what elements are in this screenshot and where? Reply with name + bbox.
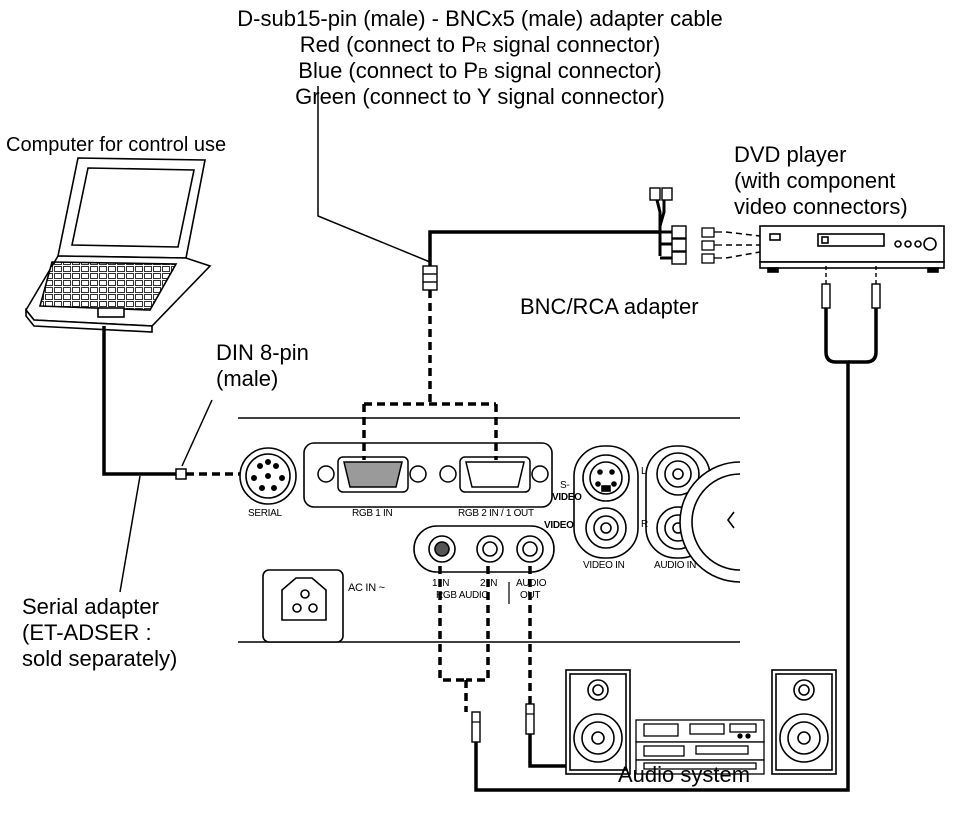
cable-red-text: Red (connect to P	[299, 31, 476, 57]
panel-r-caption: R	[641, 519, 648, 530]
dsub-dashed-routing	[362, 290, 498, 460]
panel-ac-in-caption: AC IN ~	[348, 582, 385, 594]
panel-svideo-caption-1: S-	[560, 480, 570, 491]
serial-adapter-line3: sold separately)	[22, 645, 178, 671]
dvd-line3: video connectors)	[734, 193, 908, 219]
speaker-right-icon	[771, 669, 837, 775]
panel-serial-caption: SERIAL	[248, 508, 282, 519]
dashed-audio-in-cables	[438, 566, 532, 712]
rca-adapters	[701, 227, 722, 264]
cable-green-line: Green (connect to Y signal connector)	[295, 83, 665, 109]
panel-rgb2in-caption: RGB 2 IN / 1 OUT	[458, 508, 534, 519]
panel-rgb-audio-caption: RGB AUDIO	[436, 590, 489, 601]
cable-blue-sub: B	[478, 64, 489, 82]
laptop-icon	[25, 157, 212, 333]
stereo-system-icon	[635, 719, 765, 775]
panel-svideo-caption-2: VIDEO	[552, 492, 582, 503]
dvd-line1: DVD player	[734, 142, 847, 167]
bnc-connectors	[649, 187, 687, 265]
adapter-cable-label: D-sub15-pin (male) - BNCx5 (male) adapte…	[200, 6, 760, 110]
dvd-audio-cable	[471, 266, 881, 792]
panel-l-caption: L	[641, 466, 647, 477]
dvd-line2: (with component	[734, 167, 896, 193]
serial-cable	[102, 326, 178, 476]
serial-adapter-line2: (ET-ADSER :	[22, 619, 152, 645]
rgb-audio-ports	[413, 525, 555, 604]
cable-red-tail: signal connector)	[486, 31, 661, 57]
cable-label-leader	[317, 86, 431, 263]
rgb1in-port	[317, 456, 427, 493]
din-line1: DIN 8-pin	[216, 340, 309, 365]
dvd-player-icon	[759, 225, 945, 273]
dsub-bnc-cable	[428, 230, 660, 278]
serial-adapter-line1: Serial adapter	[22, 594, 159, 619]
speaker-left-icon	[565, 669, 631, 775]
video-ports	[573, 445, 639, 559]
rca-dashed-links	[725, 231, 761, 259]
panel-in2-caption: 2 IN	[480, 578, 498, 589]
panel-audio-out-caption-1: AUDIO	[516, 578, 547, 589]
din-line2: (male)	[216, 365, 279, 391]
cable-red-line: Red (connect to PR signal connector)	[200, 32, 760, 58]
audio-system-label: Audio system	[618, 762, 751, 787]
din-connector	[175, 468, 187, 480]
cable-blue-tail: signal connector)	[488, 57, 662, 83]
serial-adapter-label: Serial adapter (ET-ADSER : sold separate…	[22, 594, 177, 672]
panel-video-caption: VIDEO	[544, 520, 574, 531]
cable-blue-line: Blue (connect to PB signal connector)	[200, 58, 760, 84]
din-leader	[181, 399, 213, 467]
cable-line1: D-sub15-pin (male) - BNCx5 (male) adapte…	[237, 6, 723, 31]
cable-blue-text: Blue (connect to P	[298, 57, 479, 83]
panel-audio-out-caption-2: OUT	[520, 590, 541, 601]
panel-video-in-caption: VIDEO IN	[583, 560, 625, 571]
serial-port	[239, 447, 297, 505]
audio-out-cable	[525, 703, 566, 768]
partial-dial	[679, 461, 741, 583]
panel-rgb1in-caption: RGB 1 IN	[352, 508, 393, 519]
cable-red-sub: R	[475, 38, 487, 56]
serial-adapter-leader	[119, 475, 141, 593]
ac-inlet	[262, 569, 344, 643]
dsub-connector	[422, 265, 438, 291]
dvd-player-label: DVD player (with component video connect…	[734, 142, 908, 220]
panel-in1-caption: 1 IN	[432, 578, 450, 589]
computer-label: Computer for control use	[6, 134, 227, 156]
rgb2in-port	[439, 456, 549, 493]
din-label: DIN 8-pin (male)	[216, 340, 309, 392]
bnc-rca-label: BNC/RCA adapter	[520, 294, 699, 319]
panel-audio-in-caption: AUDIO IN	[654, 560, 697, 571]
